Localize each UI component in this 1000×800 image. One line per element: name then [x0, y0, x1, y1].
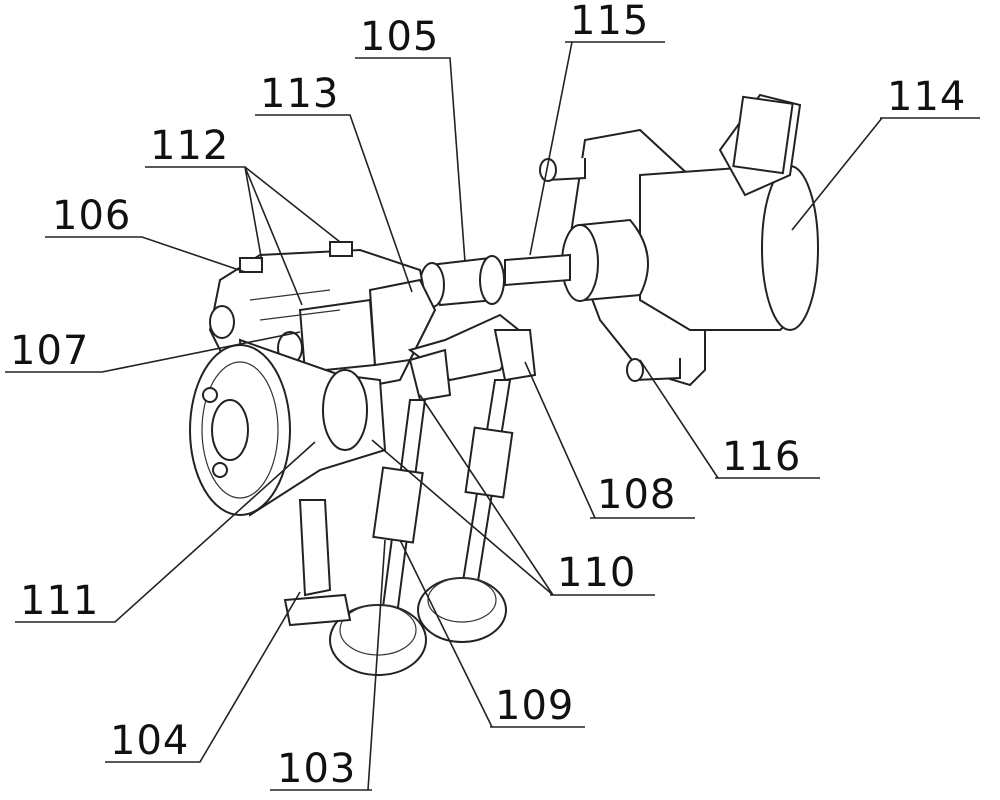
shaft-105: [420, 255, 570, 307]
label-109: 109: [495, 683, 574, 729]
label-115: 115: [570, 0, 649, 44]
label-105: 105: [360, 14, 439, 60]
label-116: 116: [722, 434, 801, 480]
label-104: 104: [110, 718, 189, 764]
support-104: [285, 500, 350, 625]
actuator-114: [540, 95, 818, 385]
label-113: 113: [260, 71, 339, 117]
label-111: 111: [20, 578, 99, 624]
label-103: 103: [277, 746, 356, 792]
label-106: 106: [52, 193, 131, 239]
label-110: 110: [557, 550, 636, 596]
label-107: 107: [10, 328, 89, 374]
rocker-arms-108: [410, 315, 535, 400]
label-114: 114: [887, 74, 966, 120]
label-108: 108: [597, 472, 676, 518]
label-112: 112: [150, 123, 229, 169]
